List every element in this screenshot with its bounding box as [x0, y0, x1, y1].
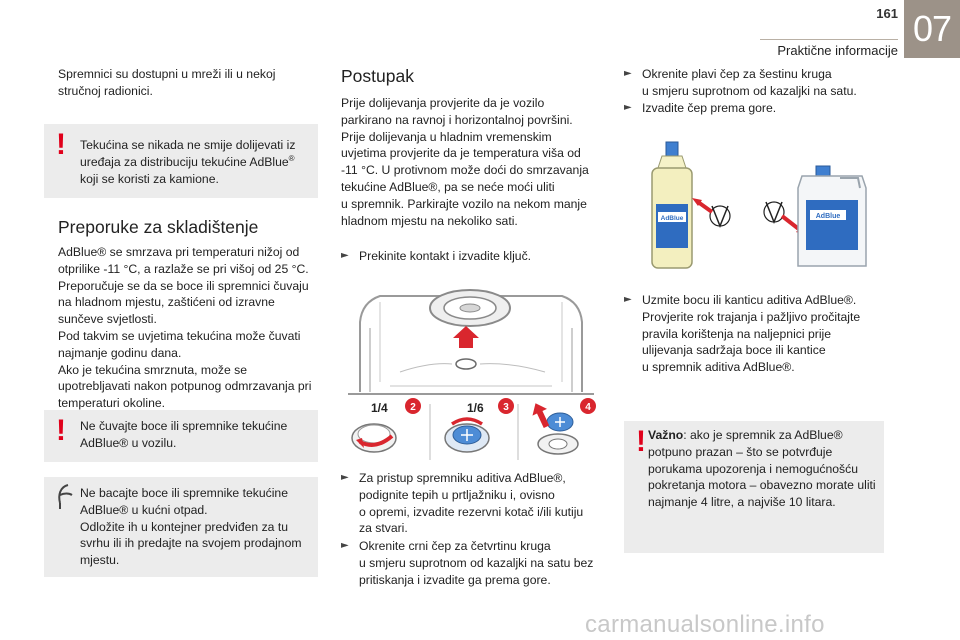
step-arrow-icon: ►	[341, 472, 349, 483]
step3-line: Okrenite crni čep za četvrtinu kruga	[359, 539, 551, 553]
storage-paragraph: AdBlue® se smrzava pri temperaturi nižoj…	[58, 244, 320, 412]
warning2-line2: AdBlue® u vozilu.	[80, 435, 177, 450]
warning2-line1: Ne čuvajte boce ili spremnike tekućine	[80, 419, 288, 433]
eco-line: mjestu.	[80, 553, 120, 568]
eco-line: Ne bacajte boce ili spremnike tekućine	[80, 486, 288, 500]
lift-arrow	[453, 326, 479, 348]
step5-text: Izvadite čep prema gore.	[642, 101, 777, 115]
step2-line: za stvari.	[359, 521, 408, 536]
warning-box-empty-tank: ! Važno: ako je spremnik za AdBlue® potp…	[624, 421, 884, 553]
procedure-line: Prije dolijevanja provjerite da je vozil…	[341, 96, 545, 110]
storage-line: na hladnom mjestu, zaštićeni od izravne	[58, 295, 275, 310]
storage-line: Preporučuje se da se boce ili spremnici …	[58, 278, 309, 293]
recycling-leaf-icon	[58, 484, 73, 509]
procedure-line: -11 °C. U protivnom može doći do smrzava…	[341, 163, 589, 178]
warning1-line2: uređaja za distribuciju tekućine AdBlue	[80, 154, 289, 169]
procedure-line: u spremnik. Parkirajte vozilo na nekom m…	[341, 196, 587, 211]
trunk-illustration: 1/4 1/6 2 3 4	[348, 289, 596, 460]
step6-line: Uzmite bocu ili kanticu aditiva AdBlue®.	[642, 293, 857, 307]
warning3-line: : ako je spremnik za AdBlue®	[683, 428, 843, 442]
svg-text:2: 2	[410, 402, 416, 413]
procedure-line: tekućine AdBlue®, pa se neće moći uliti	[341, 179, 555, 194]
step-black-cap: ► Okrenite crni čep za četvrtinu kruga u…	[341, 538, 603, 588]
step-badge-4	[580, 398, 596, 414]
step2-line: podignite tepih u prtljažniku i, ovisno	[359, 487, 555, 502]
quarter-turn-label: 1/4	[371, 401, 388, 415]
warning-exclamation-icon: !	[56, 414, 66, 447]
step2-line: Za pristup spremniku aditiva AdBlue®,	[359, 471, 566, 485]
page-number: 161	[876, 6, 898, 21]
section-title: Praktične informacije	[777, 43, 898, 58]
step-arrow-icon: ►	[624, 102, 632, 113]
heading-procedure: Postupak	[341, 66, 414, 86]
step4-line: u smjeru suprotnom od kazaljki na satu.	[642, 83, 857, 98]
storage-line: Ako je tekućina smrznuta, može se	[58, 362, 247, 377]
step-arrow-icon: ►	[341, 540, 349, 551]
warning3-line: potpuno prazan – što se potvrđuje	[648, 444, 833, 459]
header-rule	[760, 39, 898, 40]
bottle-label: AdBlue	[661, 215, 684, 222]
svg-text:3: 3	[503, 402, 509, 413]
intro-text: Spremnici su dostupni u mreži ili u neko…	[58, 67, 276, 98]
step2-line: o opremi, izvadite rezervni kotač i/ili …	[359, 504, 584, 519]
heading-storage: Preporuke za skladištenje	[58, 217, 259, 237]
procedure-paragraph: Prije dolijevanja provjerite da je vozil…	[341, 95, 603, 229]
watermark-text: carmanualsonline.info	[585, 611, 825, 638]
step3-line: pritiskanja i izvadite ga prema gore.	[359, 572, 551, 587]
warning1-line1: Tekućina se nikada ne smije dolijevati i…	[80, 138, 296, 152]
svg-text:4: 4	[585, 402, 591, 413]
procedure-line: Prije dolijevanja u hladnim vremenskim	[341, 129, 552, 144]
storage-line: upotrebljavati nakon potpunog odmrzavanj…	[58, 379, 312, 394]
eco-note-box: Ne bacajte boce ili spremnike tekućine A…	[44, 477, 318, 577]
step-arrow-icon: ►	[624, 294, 632, 305]
step4-line: Okrenite plavi čep za šestinu kruga	[642, 67, 832, 81]
step-ignition-off: ► Prekinite kontakt i izvadite ključ.	[341, 248, 603, 265]
step-blue-cap: ► Okrenite plavi čep za šestinu kruga u …	[624, 66, 894, 100]
step6-line: pravila korištenja na naljepnici prije	[642, 326, 832, 341]
important-label: Važno	[648, 428, 684, 442]
storage-line: sunčeve svjetlosti.	[58, 312, 157, 327]
storage-line: AdBlue® se smrzava pri temperaturi nižoj…	[58, 245, 300, 259]
warning-exclamation-icon: !	[56, 128, 66, 161]
storage-line: najmanje godinu dana.	[58, 345, 182, 360]
step-arrow-icon: ►	[341, 250, 349, 261]
warning-box-vehicle: ! Ne čuvajte boce ili spremnike tekućine…	[44, 410, 318, 462]
step-badge-3	[498, 398, 514, 414]
chapter-badge: 07	[904, 0, 960, 58]
step1-text: Prekinite kontakt i izvadite ključ.	[359, 249, 532, 263]
eco-line: svrhu ili ih predajte na svojem prodajno…	[80, 536, 302, 551]
warning3-line: porukama upozorenja i nemogućnošću	[648, 461, 859, 476]
warning1-line3: koji se koristi za kamione.	[80, 171, 219, 186]
containers-illustration: AdBlue AdBlue	[651, 141, 867, 269]
trunk-tank-figure: 1/4 1/6 2 3 4	[340, 282, 602, 462]
warning3-line: pokretanja motora – obavezno morate ulit…	[648, 478, 876, 493]
eco-line: Odložite ih u kontejner predviđen za tu	[80, 519, 288, 534]
canister-label: AdBlue	[816, 213, 841, 220]
procedure-line: uvjetima provjerite da je temperatura vi…	[341, 146, 581, 161]
storage-line: Pod takvim se uvjetima tekućina može čuv…	[58, 328, 301, 343]
step-access-tank: ► Za pristup spremniku aditiva AdBlue®, …	[341, 470, 603, 537]
warning-exclamation-icon: !	[636, 425, 646, 458]
warning3-line: najmanje 4 litre, a najviše 10 litara.	[648, 495, 836, 510]
sixth-turn-label: 1/6	[467, 401, 484, 415]
step6-line: ulijevanja sadržaja boce ili kantice	[642, 343, 826, 358]
step6-line: Provjerite rok trajanja i pažljivo proči…	[642, 309, 861, 324]
step-take-bottle: ► Uzmite bocu ili kanticu aditiva AdBlue…	[624, 292, 894, 376]
step-arrow-icon: ►	[624, 68, 632, 79]
step-badge-2	[405, 398, 421, 414]
storage-line: temperaturi okoline.	[58, 396, 166, 411]
adblue-containers-figure: AdBlue AdBlue	[640, 140, 876, 272]
eco-line: AdBlue® u kućni otpad.	[80, 502, 208, 517]
storage-line: otprilike -11 °C, a razlaže se pri višoj…	[58, 261, 309, 276]
procedure-line: parkirano na ravnoj i horizontalnoj povr…	[341, 112, 573, 127]
warning-box-dispenser: ! Tekućina se nikada ne smije dolijevati…	[44, 124, 318, 198]
procedure-line: hladnom mjestu na nekoliko sati.	[341, 213, 518, 228]
step-remove-cap: ► Izvadite čep prema gore.	[624, 100, 894, 117]
step6-line: u spremnik aditiva AdBlue®.	[642, 360, 795, 375]
step3-line: u smjeru suprotnom od kazaljki na satu b…	[359, 555, 594, 570]
